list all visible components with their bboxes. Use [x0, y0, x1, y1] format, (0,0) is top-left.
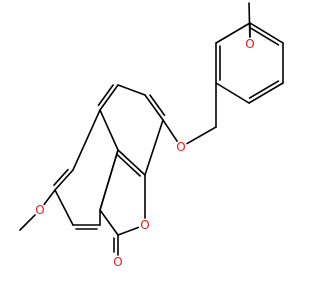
oxygen-atom-label: O	[176, 140, 185, 154]
oxygen-atom-label: O	[35, 203, 44, 217]
bond-c1-c2	[144, 94, 164, 121]
bond-b2-b1	[99, 209, 119, 236]
bond-c3-c4-double	[97, 84, 114, 107]
bond-c5-c6-double	[116, 154, 141, 177]
bond-l4-l5	[54, 189, 74, 226]
bond-a3-a4	[248, 82, 284, 104]
bond-o_ring-b2	[117, 226, 140, 236]
oxygen-atom-label: O	[140, 218, 149, 232]
bond-l3-l4-double	[53, 168, 69, 186]
bond-c4-l3	[72, 109, 101, 171]
bond-c2-c3	[117, 84, 146, 96]
bond-l3-l4	[54, 169, 74, 191]
bond-c5-c6	[117, 149, 146, 176]
bond-a4-a5	[215, 82, 250, 104]
bond-c3-c4	[99, 84, 119, 111]
bond-c1-c2-double	[149, 94, 166, 117]
bond-a3-a4-double	[248, 80, 280, 99]
structure-diagram: O O O O O	[19, 2, 284, 269]
bond-a1-a2	[249, 22, 284, 44]
oxygen-atom-label: O	[245, 37, 254, 51]
bond-l4-o_left	[43, 189, 56, 206]
bond-o_top-me_top	[248, 2, 251, 38]
oxygen-atom-label: O	[113, 255, 122, 269]
bond-o_left-me_left	[19, 214, 36, 231]
bond-a6-a1	[215, 22, 251, 44]
bond-ch2-o_eth	[186, 126, 217, 145]
bond-b1-c5	[99, 149, 119, 211]
bond-o_eth-c1	[162, 119, 178, 142]
bond-c4-c5	[99, 109, 119, 151]
bond-c6-c1	[144, 119, 164, 176]
molecule-canvas: O O O O O	[19, 2, 284, 269]
bond-a1-a2-double	[249, 27, 280, 46]
